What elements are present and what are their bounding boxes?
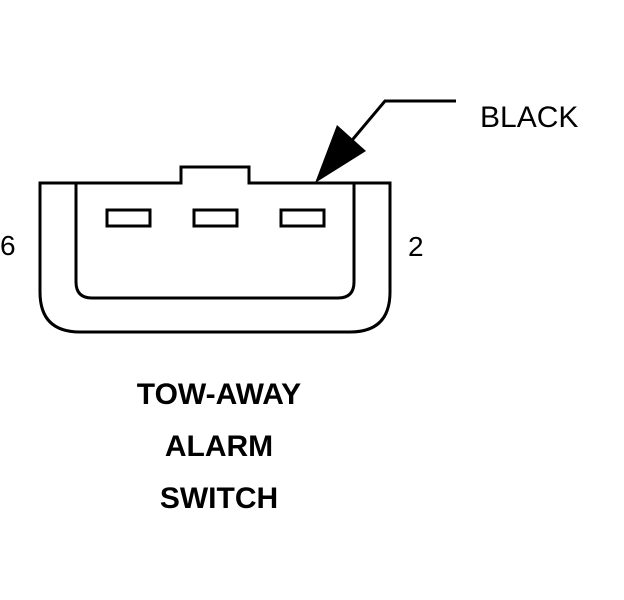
- connector-outer-outline: [38, 165, 392, 334]
- pin-number-left: 6: [0, 230, 16, 261]
- terminal-slot-2: [192, 208, 239, 228]
- component-title-line-1: TOW-AWAY: [136, 378, 302, 411]
- terminal-slot-3: [279, 208, 326, 228]
- leader-line: [346, 99, 456, 146]
- wire-color-label: BLACK: [480, 101, 579, 134]
- pin-number-right: 2: [408, 231, 424, 262]
- terminal-slot-1: [105, 208, 152, 228]
- component-title-line-3: SWITCH: [159, 482, 279, 515]
- leader-arrowhead: [315, 125, 366, 183]
- connector-inner-cavity: [74, 183, 356, 300]
- component-title-line-2: ALARM: [164, 430, 274, 463]
